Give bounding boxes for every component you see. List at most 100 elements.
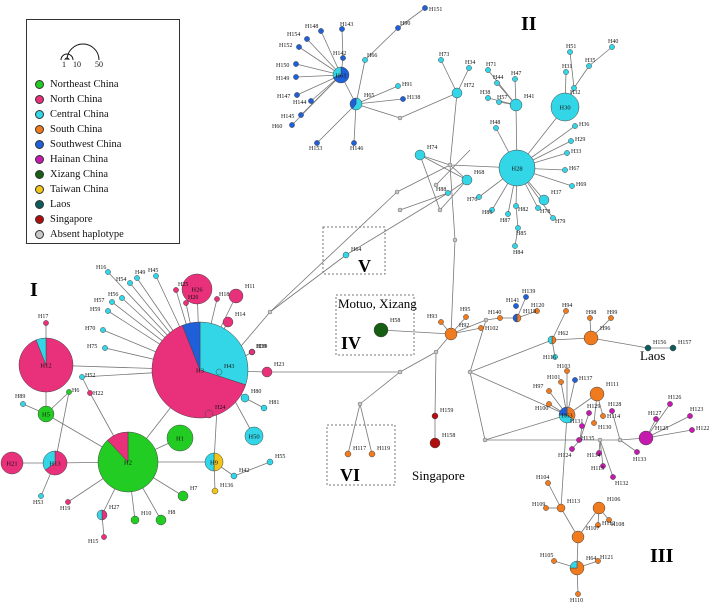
- haplotype-slice: [151, 325, 246, 419]
- haplotype-slice: [134, 275, 140, 281]
- network-edge: [484, 414, 568, 441]
- network-edge: [399, 351, 437, 373]
- haplotype-node: [606, 517, 612, 523]
- haplotype-label: H30: [559, 105, 570, 112]
- haplotype-node: [569, 560, 585, 576]
- network-edge: [434, 351, 437, 417]
- legend-item: South China: [35, 122, 102, 136]
- legend-label: Taiwan China: [50, 183, 109, 195]
- haplotype-slice: [266, 458, 274, 466]
- haplotype-slice: [332, 66, 342, 78]
- haplotype-label: H110: [570, 598, 583, 603]
- haplotype-label: H35: [585, 58, 595, 64]
- haplotype-node: [304, 36, 310, 42]
- haplotype-slice: [562, 167, 568, 173]
- haplotype-node: [610, 474, 616, 480]
- legend-label: Southwest China: [50, 138, 122, 150]
- haplotype-node: [215, 368, 223, 376]
- haplotype-label: H145: [281, 114, 294, 120]
- haplotype-label: H14: [235, 312, 245, 318]
- haplotype-slice: [667, 401, 673, 407]
- haplotype-slice: [342, 251, 350, 259]
- haplotype-label: H19: [60, 506, 70, 512]
- haplotype-node: [596, 450, 602, 456]
- haplotype-node: [342, 251, 350, 259]
- haplotype-label: H136: [220, 483, 233, 489]
- haplotype-node: [451, 87, 463, 99]
- haplotype-slice: [105, 269, 111, 275]
- haplotype-node: [134, 275, 140, 281]
- haplotype-node: [592, 501, 606, 515]
- absent-haplotype: [482, 437, 488, 443]
- haplotype-node: [228, 288, 244, 304]
- haplotype-node: [127, 280, 133, 286]
- haplotype-label: H90: [400, 21, 410, 27]
- haplotype-slice: [523, 294, 529, 300]
- group-label-iii: III: [650, 545, 674, 567]
- haplotype-slice: [304, 36, 310, 42]
- haplotype-slice: [550, 92, 580, 122]
- network-edge: [419, 154, 451, 166]
- haplotype-node: [513, 203, 519, 209]
- haplotype-node: [422, 5, 428, 11]
- haplotype-slice: [249, 349, 255, 355]
- haplotype-slice: [296, 44, 302, 50]
- haplotype-slice: [609, 44, 615, 50]
- haplotype-node: [586, 410, 592, 416]
- haplotype-slice: [485, 95, 491, 101]
- haplotype-node: [173, 287, 179, 293]
- haplotype-slice: [644, 344, 652, 352]
- haplotype-label: H130: [598, 425, 611, 431]
- haplotype-node: [586, 63, 592, 69]
- haplotype-node: [151, 321, 249, 419]
- haplotype-label: H144: [293, 100, 306, 106]
- haplotype-node: [545, 480, 551, 486]
- haplotype-slice: [429, 437, 441, 449]
- network-edge: [514, 227, 519, 247]
- haplotype-node: [595, 558, 601, 564]
- haplotype-slice: [638, 430, 654, 446]
- haplotype-label: H33: [571, 149, 581, 155]
- haplotype-label: H103: [557, 364, 570, 370]
- legend-label: North China: [50, 93, 103, 105]
- absent-haplotype: [452, 237, 458, 243]
- group-iv-box: [335, 294, 415, 356]
- haplotype-node: [509, 98, 523, 112]
- haplotype-slice: [494, 80, 500, 86]
- haplotype-node: [551, 558, 557, 564]
- haplotype-slice: [289, 122, 295, 128]
- haplotype-label: H71: [486, 62, 496, 68]
- haplotype-node: [564, 150, 570, 156]
- haplotype-label: H27: [109, 505, 119, 511]
- haplotype-node: [667, 401, 673, 407]
- haplotype-label: H102: [485, 326, 498, 332]
- haplotype-slice: [478, 325, 484, 331]
- haplotype-label: H1: [176, 436, 184, 443]
- haplotype-slice: [38, 493, 44, 499]
- haplotype-label: H63: [561, 413, 572, 420]
- network-edge: [298, 46, 342, 76]
- haplotype-slice: [340, 55, 346, 61]
- network-edge: [364, 27, 399, 61]
- haplotype-slice: [572, 377, 578, 383]
- haplotype-node: [100, 327, 106, 333]
- haplotype-node: [550, 215, 556, 221]
- network-edge: [355, 103, 401, 119]
- haplotype-node: [177, 490, 189, 502]
- network-edge: [359, 403, 373, 455]
- haplotype-label: H112: [602, 521, 615, 527]
- haplotype-label: H67: [569, 166, 579, 172]
- legend-item: Absent haplotype: [35, 227, 124, 241]
- haplotype-label: H82: [518, 207, 528, 213]
- haplotype-label: H80: [251, 389, 261, 395]
- legend-swatch: [35, 109, 44, 119]
- haplotype-slice: [547, 335, 553, 345]
- haplotype-label: H5: [42, 412, 50, 419]
- haplotype-slice: [107, 431, 129, 463]
- haplotype-node: [244, 426, 264, 446]
- haplotype-node: [289, 122, 295, 128]
- network-edge: [355, 59, 366, 105]
- network-edge: [300, 74, 342, 116]
- haplotype-slice: [545, 480, 551, 486]
- haplotype-slice: [546, 388, 552, 394]
